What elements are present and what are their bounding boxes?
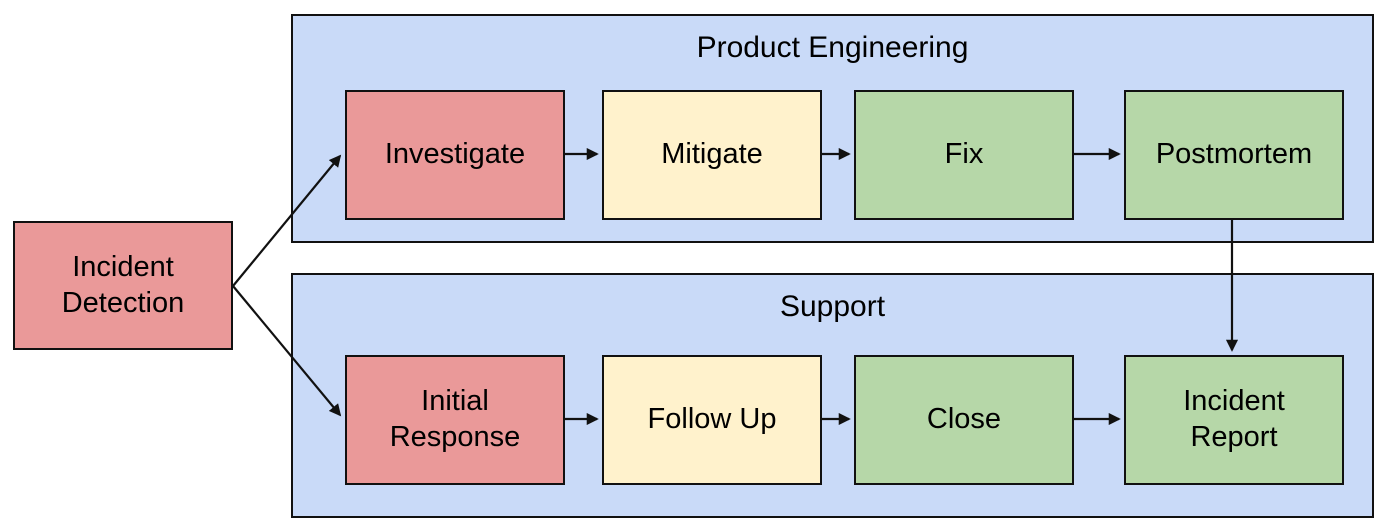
node-label: Investigate <box>384 138 526 171</box>
node-label: Mitigate <box>661 138 763 171</box>
node-close: Close <box>854 355 1074 485</box>
node-label: Follow Up <box>647 403 777 436</box>
node-label: Incident Report <box>1183 385 1285 453</box>
node-incident-report: Incident Report <box>1124 355 1344 485</box>
node-label: Postmortem <box>1155 138 1313 171</box>
node-initial-response: Initial Response <box>345 355 565 485</box>
node-incident-detection: Incident Detection <box>13 221 233 350</box>
node-label: Fix <box>944 138 984 171</box>
lane-product-engineering: Product Engineering Investigate Mitigate… <box>291 14 1374 243</box>
lane-title-support: Support <box>779 290 886 323</box>
node-investigate: Investigate <box>345 90 565 220</box>
node-follow-up: Follow Up <box>602 355 822 485</box>
node-label: Close <box>926 403 1002 436</box>
lane-title-product-engineering: Product Engineering <box>696 31 969 64</box>
node-mitigate: Mitigate <box>602 90 822 220</box>
node-fix: Fix <box>854 90 1074 220</box>
node-label: Incident Detection <box>61 250 185 319</box>
node-label: Initial Response <box>389 385 521 453</box>
lane-support: Support Initial Response Follow Up Close… <box>291 273 1374 518</box>
node-postmortem: Postmortem <box>1124 90 1344 220</box>
